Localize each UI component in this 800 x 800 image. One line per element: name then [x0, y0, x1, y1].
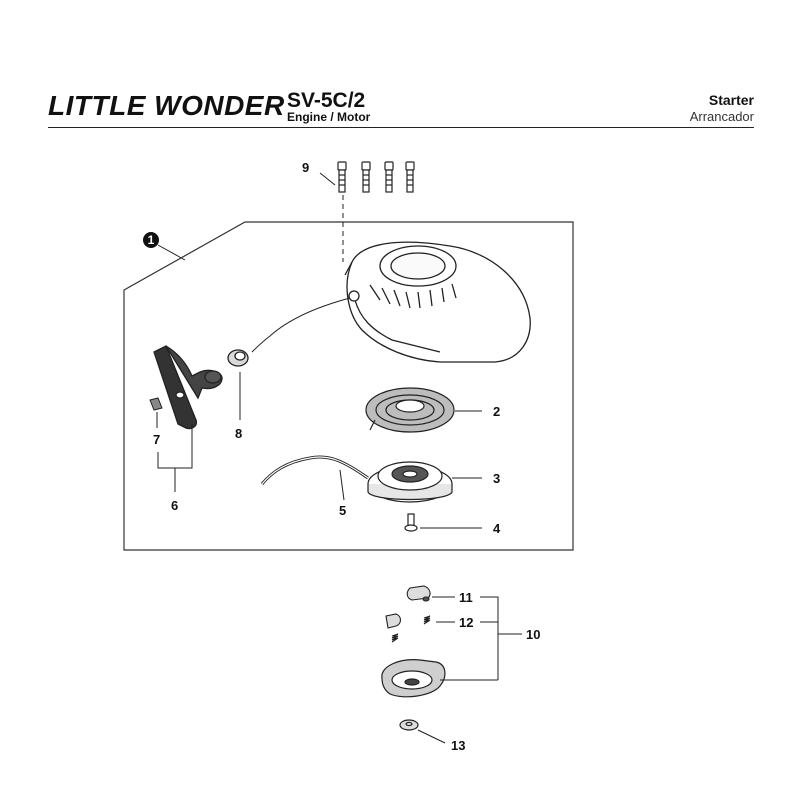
recoil-spring-icon: [365, 387, 455, 433]
leader-9: [319, 172, 336, 186]
starter-rope-core: [261, 456, 369, 485]
header-divider: [48, 127, 754, 128]
callout-2: 2: [493, 404, 500, 419]
callout-13: 13: [451, 738, 465, 753]
page-subtitle: Engine / Motor: [287, 110, 371, 124]
assembly-outline: [123, 221, 574, 551]
leader-5: [339, 469, 345, 501]
ratchet-cup-icon: [381, 659, 446, 698]
pawl-spring-icon: [385, 613, 431, 643]
screw-set-icon: [337, 161, 415, 193]
leader-6-bracket: [157, 424, 193, 469]
section-title: Starter: [708, 92, 754, 108]
callout-1: 1: [148, 233, 155, 247]
starter-housing-icon: [344, 241, 531, 363]
section-title-spanish: Arrancador: [689, 109, 754, 124]
callout-1-badge: [143, 232, 159, 248]
starter-pulley-icon: [367, 461, 453, 503]
pulley-screw-icon: [404, 513, 418, 532]
starter-handle-icon: [153, 345, 223, 430]
washer-icon: [399, 719, 419, 731]
model-number: SV-5C/2: [287, 89, 366, 112]
leader-13: [417, 729, 446, 744]
leader-10-bracket: [480, 596, 499, 680]
brand-logo: LITTLE WONDER: [48, 90, 285, 121]
callout-7: 7: [153, 432, 160, 447]
callout-4: 4: [493, 521, 501, 536]
callout-3: 3: [493, 471, 500, 486]
callout-8: 8: [235, 426, 242, 441]
callout-6: 6: [171, 498, 178, 513]
callout-9: 9: [302, 160, 309, 175]
rope-clip-icon: [149, 397, 163, 411]
callout-10: 10: [526, 627, 540, 642]
rope-line: [251, 297, 351, 353]
ratchet-pawl-icon: [406, 585, 431, 602]
callout-5: 5: [339, 503, 346, 518]
leader-1: [157, 244, 186, 261]
callout-11: 11: [459, 590, 473, 605]
rope-grommet-icon: [227, 349, 249, 367]
callout-12: 12: [459, 615, 473, 630]
